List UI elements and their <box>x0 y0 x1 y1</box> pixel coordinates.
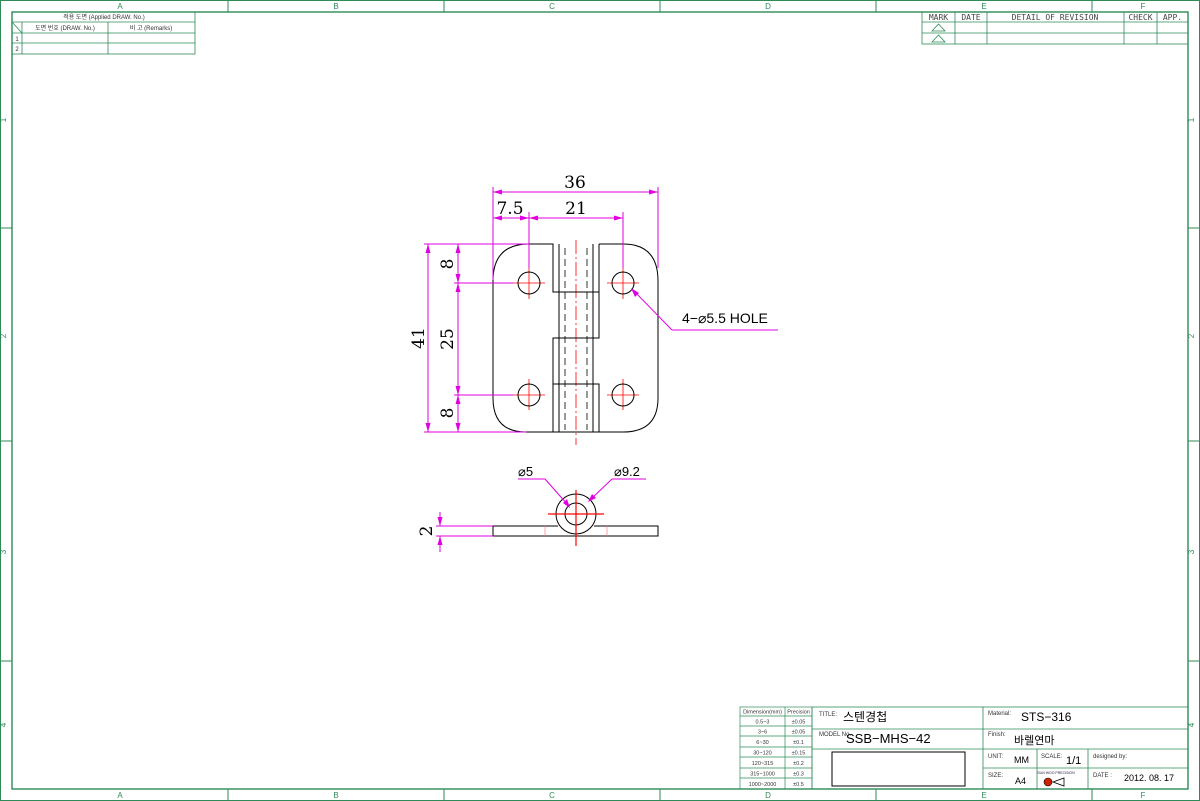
hole-bottom-left <box>517 383 541 407</box>
title-block: TITLE: 스텐경첩 MODEL No. SSB−MHS−42 Materia… <box>811 706 1189 790</box>
hole-callout: 4−⌀5.5 HOLE <box>682 310 768 326</box>
material-label: Material: <box>988 711 1011 717</box>
tolerance-table: Dimension(mm) Precision 0.5~3 ±0.05 3~6 … <box>739 706 813 790</box>
zone-number-right-4: 4 <box>1187 722 1196 727</box>
dim-overall-width: 36 <box>564 173 586 193</box>
hidden-pin-lines <box>564 248 588 430</box>
zone-letter-top-e: E <box>981 2 986 11</box>
date-value: 2012. 08. 17 <box>1124 773 1174 783</box>
hole-top-left <box>517 271 541 295</box>
revision-triangle-icon <box>931 23 946 43</box>
revision-col-mark: MARK <box>929 13 948 22</box>
zone-letter-top-a: A <box>117 2 123 11</box>
tolerance-row-range: 120~315 <box>752 761 774 767</box>
finish-label: Finish: <box>988 732 1006 738</box>
revision-col-check: CHECK <box>1128 13 1152 22</box>
scale-value: 1/1 <box>1066 755 1081 767</box>
material-value: STS−316 <box>1021 710 1072 724</box>
front-dimensions <box>424 187 778 433</box>
dim-overall-height: 41 <box>409 327 429 349</box>
zone-letter-bottom-c: C <box>549 791 555 800</box>
zone-letter-bottom-a: A <box>117 791 123 800</box>
dim-top-hole: 8 <box>438 259 458 270</box>
tolerance-row-precision: ±0.3 <box>793 772 804 778</box>
tolerance-row-precision: ±0.05 <box>792 720 806 726</box>
revision-col-date: DATE <box>961 13 980 22</box>
hole-top-right <box>611 271 635 295</box>
front-view-centerlines <box>513 240 639 445</box>
scale-label: SCALE: <box>1041 754 1063 760</box>
tolerance-row-range: 3~6 <box>758 730 767 736</box>
zone-letter-bottom-b: B <box>333 791 338 800</box>
tolerance-row-precision: ±0.15 <box>792 751 806 757</box>
zone-number-right-2: 2 <box>1187 333 1196 338</box>
designed-label: designed by: <box>1093 754 1127 760</box>
model-value: SSB−MHS−42 <box>846 731 931 746</box>
revision-col-detail: DETAIL OF REVISION <box>1012 13 1099 22</box>
side-view: ⌀5 ⌀9.2 2 <box>417 464 659 552</box>
plate-thickness: 2 <box>417 526 437 537</box>
dim-bottom-hole: 8 <box>438 408 458 419</box>
tolerance-header-dimension: Dimension(mm) <box>743 710 782 716</box>
unit-value: MM <box>1014 755 1029 765</box>
finish-value: 바렐연마 <box>1014 734 1054 747</box>
zone-number-left-3: 3 <box>0 549 8 554</box>
tolerance-row-range: 315~1000 <box>750 772 775 778</box>
company-logo: SUN WOO PRECISION <box>1037 771 1075 787</box>
logo-text: SUN WOO PRECISION <box>1037 771 1075 775</box>
side-dimensions <box>436 478 646 552</box>
zone-number-right-3: 3 <box>1187 549 1196 554</box>
row-number-2: 2 <box>15 47 19 53</box>
tolerance-row-range: 6~30 <box>756 740 768 746</box>
row-number-1: 1 <box>15 37 19 43</box>
tolerance-row-range: 0.5~3 <box>756 720 770 726</box>
applied-drawing-title: 적용 도면 (Applied DRAW. No.) <box>63 13 145 21</box>
zone-letter-bottom-f: F <box>1141 791 1146 800</box>
zone-letter-top-f: F <box>1141 2 1146 11</box>
revision-col-app: APP. <box>1163 13 1182 22</box>
zone-letter-top-c: C <box>549 2 555 11</box>
hole-bottom-right <box>611 383 635 407</box>
front-view: 36 7.5 21 41 8 25 8 4−⌀5.5 HOLE <box>409 173 778 445</box>
title-label: TITLE: <box>819 712 837 718</box>
zone-number-left-2: 2 <box>0 333 8 338</box>
unit-label: UNIT: <box>988 754 1003 760</box>
tolerance-row-precision: ±0.05 <box>792 730 806 736</box>
zone-letter-bottom-e: E <box>981 791 986 800</box>
col-drawing-no: 도면 번호 (DRAW. No.) <box>35 24 95 32</box>
size-label: SIZE: <box>988 773 1003 779</box>
zone-letter-top-b: B <box>333 2 338 11</box>
applied-drawing-table: 적용 도면 (Applied DRAW. No.) 도면 번호 (DRAW. N… <box>11 11 196 55</box>
dim-edge-to-hole: 7.5 <box>496 199 523 219</box>
drawing-stamp-box <box>831 751 966 787</box>
tolerance-row-precision: ±0.2 <box>793 761 804 767</box>
zone-number-left-1: 1 <box>0 117 8 122</box>
side-view-centerlines <box>548 490 604 546</box>
zone-number-right-1: 1 <box>1187 117 1196 122</box>
dim-hole-spacing-x: 21 <box>565 199 587 219</box>
title-value: 스텐경첩 <box>843 710 887 724</box>
tolerance-header-precision: Precision <box>787 710 810 716</box>
tolerance-row-range: 1000~2000 <box>749 782 777 788</box>
revision-table: MARK DATE DETAIL OF REVISION CHECK APP. <box>921 11 1189 45</box>
zone-number-left-4: 4 <box>0 722 8 727</box>
zone-letter-bottom-d: D <box>765 791 771 800</box>
col-remarks: 비 고 (Remarks) <box>130 24 172 32</box>
tolerance-row-precision: ±0.1 <box>793 740 804 746</box>
zone-letter-top-d: D <box>765 2 771 11</box>
hinge-outline <box>492 243 659 433</box>
pin-diameter: ⌀5 <box>518 464 533 479</box>
dim-hole-spacing-y: 25 <box>438 328 458 350</box>
tolerance-row-precision: ±0.5 <box>793 782 804 788</box>
tolerance-row-range: 30~120 <box>753 751 772 757</box>
size-value: A4 <box>1015 776 1026 786</box>
date-label: DATE : <box>1093 773 1112 779</box>
knuckle-diameter: ⌀9.2 <box>614 464 640 479</box>
model-label: MODEL No. <box>819 732 851 738</box>
